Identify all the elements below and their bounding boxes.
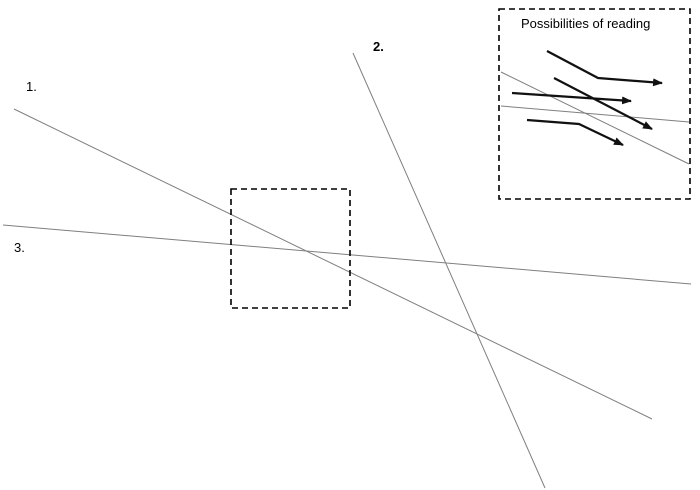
- reading-arrow-2: [511, 91, 632, 105]
- reading-arrow-1: [546, 50, 663, 87]
- line-1: [13, 108, 653, 420]
- line-2: [352, 52, 546, 489]
- inset-box: [498, 8, 691, 200]
- inset-line-b: [500, 105, 690, 123]
- reading-arrow-4: [526, 118, 624, 146]
- line-1-label: 1.: [26, 79, 37, 94]
- inset-line-a: [500, 71, 690, 165]
- line-2-label: 2.: [373, 39, 384, 54]
- reading-arrow-3: [553, 77, 653, 130]
- focus-box: [230, 188, 351, 309]
- line-3-label: 3.: [14, 240, 25, 255]
- inset-title: Possibilities of reading: [521, 16, 651, 31]
- line-3: [2, 224, 692, 285]
